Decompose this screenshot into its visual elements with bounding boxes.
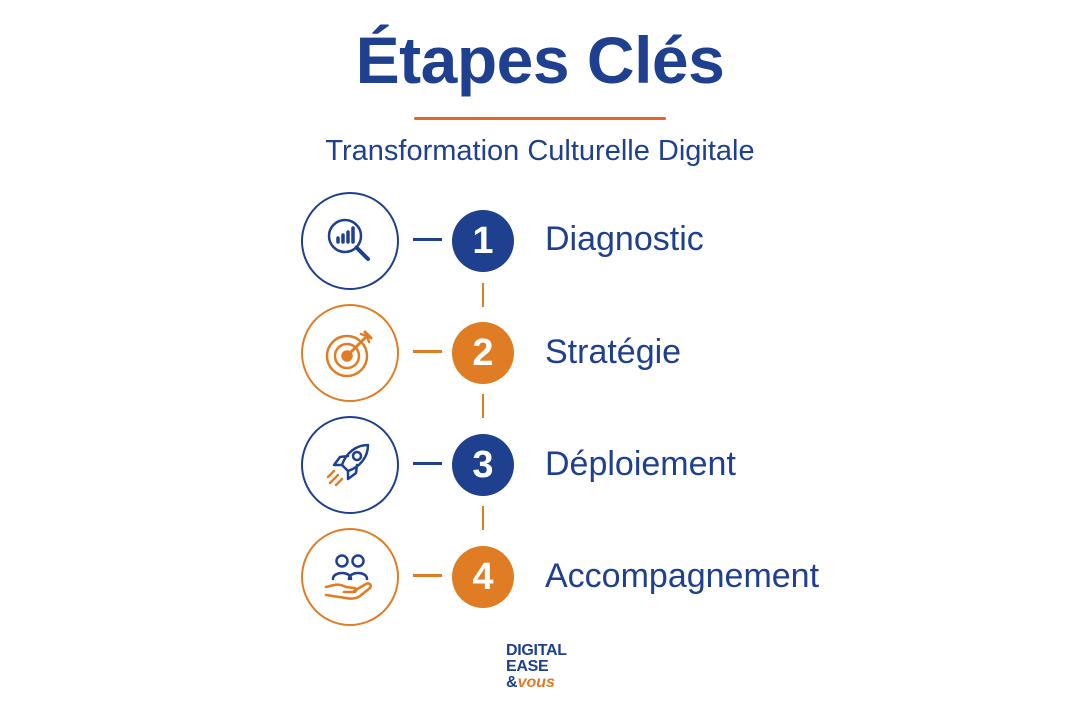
logo-vous: vous — [517, 674, 555, 691]
timeline-segment — [482, 394, 484, 418]
step-label: Stratégie — [545, 333, 682, 371]
target-icon — [301, 304, 399, 402]
connector-line — [413, 238, 442, 241]
connector-line — [413, 462, 442, 465]
page-title: Étapes Clés — [355, 23, 725, 97]
step-number-badge: 1 — [452, 210, 514, 272]
step-label: Déploiement — [545, 445, 736, 483]
logo-line-digital: DIGITAL — [506, 642, 567, 659]
logo-line-ease: EASE — [506, 658, 549, 675]
step-number-badge: 3 — [452, 434, 514, 496]
logo-line-vous: &vous — [506, 675, 586, 691]
rocket-icon — [301, 416, 399, 514]
magnifier-chart-icon — [301, 192, 399, 290]
people-hand-icon — [301, 528, 399, 626]
page-subtitle: Transformation Culturelle Digitale — [325, 135, 755, 167]
title-underline — [414, 117, 666, 120]
timeline-segment — [482, 506, 484, 530]
brand-logo: DIGITAL EASE &vous — [506, 643, 586, 691]
connector-line — [413, 574, 442, 577]
step-number-badge: 4 — [452, 546, 514, 608]
step-label: Accompagnement — [545, 557, 820, 595]
timeline-segment — [482, 283, 484, 307]
step-number-badge: 2 — [452, 322, 514, 384]
logo-ampersand: & — [506, 674, 518, 691]
connector-line — [413, 350, 442, 353]
step-label: Diagnostic — [545, 220, 704, 258]
